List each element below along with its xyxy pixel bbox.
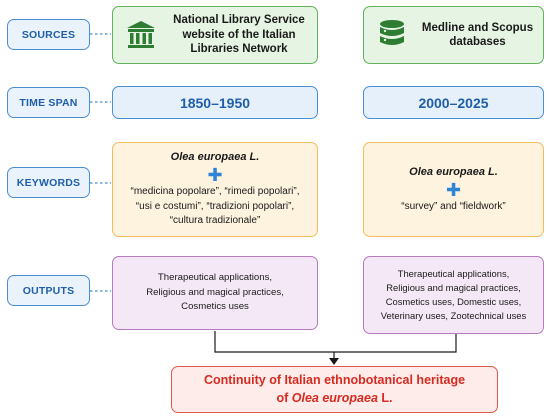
time-span-left-text: 1850–1950 <box>179 94 251 111</box>
plus-icon: ✚ <box>207 165 223 186</box>
source-box-left: National Library Service website of the … <box>112 6 318 64</box>
source-title-right: Medline and Scopus databases <box>421 21 534 48</box>
library-building-icon <box>121 18 161 52</box>
label-time-span: TIME SPAN <box>7 87 90 118</box>
outputs-box-left: Therapeutical applications, Religious an… <box>112 256 318 330</box>
source-box-right: Medline and Scopus databases <box>363 6 544 64</box>
result-suffix: L. <box>377 390 393 405</box>
label-sources-text: SOURCES <box>21 28 76 41</box>
plus-icon: ✚ <box>445 179 462 200</box>
result-line-2: of Olea europaea L. <box>276 390 392 408</box>
output-line-right-2: Religious and magical practices, <box>386 281 521 293</box>
output-line-right-3: Cosmetics uses, Domestic uses, <box>385 296 522 307</box>
keyword-species-left: Olea europaea L. <box>170 151 260 164</box>
keyword-line-right-1: “survey” and “fieldwork” <box>401 200 506 212</box>
label-outputs: OUTPUTS <box>7 275 90 306</box>
time-span-right-text: 2000–2025 <box>418 94 489 111</box>
keywords-box-right: Olea europaea L. ✚ “survey” and “fieldwo… <box>363 142 544 237</box>
result-line-1: Continuity of Italian ethnobotanical her… <box>203 373 466 387</box>
result-prefix: of <box>276 390 292 405</box>
database-icon <box>372 18 412 52</box>
output-line-right-1: Therapeutical applications, <box>397 267 510 279</box>
keyword-species-right: Olea europaea L. <box>409 165 498 178</box>
label-time-span-text: TIME SPAN <box>19 96 78 109</box>
keyword-line-left-1: “medicina popolare”, “rimedi popolari”, <box>130 186 300 198</box>
output-line-right-4: Veterinary uses, Zootechnical uses <box>380 310 527 322</box>
result-box: Continuity of Italian ethnobotanical her… <box>171 366 498 413</box>
keywords-box-left: Olea europaea L. ✚ “medicina popolare”, … <box>112 142 318 237</box>
label-keywords: KEYWORDS <box>7 167 90 198</box>
keyword-line-left-2: “usi e costumi”, “tradizioni popolari”, <box>135 200 295 212</box>
output-line-left-1: Therapeutical applications, <box>157 272 273 284</box>
output-line-left-2: Religious and magical practices, <box>146 286 284 298</box>
label-outputs-text: OUTPUTS <box>22 284 75 297</box>
keyword-line-left-3: “cultura tradizionale” <box>169 215 261 227</box>
result-species: Olea europaea <box>291 390 378 405</box>
result-arrowhead <box>329 358 339 365</box>
source-title-left: National Library Service website of the … <box>173 14 305 56</box>
label-keywords-text: KEYWORDS <box>16 176 81 189</box>
label-sources: SOURCES <box>7 19 90 50</box>
time-span-box-right: 2000–2025 <box>363 86 544 119</box>
merge-line <box>214 331 457 353</box>
outputs-box-right: Therapeutical applications, Religious an… <box>363 256 544 334</box>
output-line-left-3: Cosmetics uses <box>181 301 249 313</box>
time-span-box-left: 1850–1950 <box>112 86 318 119</box>
